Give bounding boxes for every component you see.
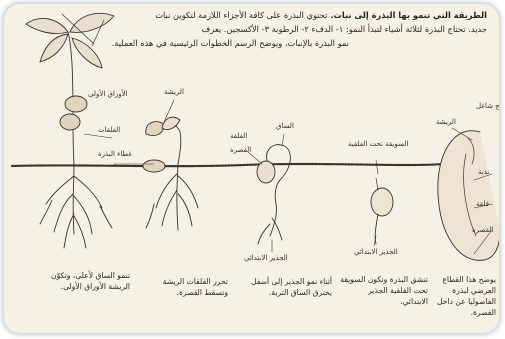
label-cotyledons: الفلقات [98,126,120,134]
caption-stage-5: يوضح هذا القطاع العرضي لبذرة الفاصوليا ع… [430,274,496,318]
label-seed-coat-seed: القصرة [472,226,493,234]
label-radicle-stage3: الجذير الابتدائي [244,254,288,262]
stage4-seed-drawing [371,178,393,244]
caption-stage-3: أثناء نمو الجذير إلى أسفل يخترق الساق ال… [236,276,332,298]
bean-cross-section-drawing [438,128,499,260]
image-frame: الطريقة التي تنمو بها البذرة إلى نبات. ت… [4,4,499,333]
header-line-2: جديد. تحتاج البذرة لثلاثة أشياء لتبدأ ال… [202,24,487,34]
label-seed-top: نسيج شاغل [476,102,499,110]
stage2-seedling-drawing [143,117,198,230]
label-seed-scar: ندبة [478,168,489,176]
caption-stage-2: تحرر الفلقات الريشة وتسقط القصرة. [144,276,228,298]
header-title: الطريقة التي تنمو بها البذرة إلى نبات. [330,10,487,20]
stage3-seedling-drawing [257,145,290,244]
header-line-3: نمو البذرة بالإنبات، ويوضح الرسم الخطوات… [112,38,349,48]
label-plumule-seed: الريشة [436,118,456,126]
label-plumule-stage2: الريشة [164,88,184,96]
label-cotyledon: الفلقة [230,132,247,140]
label-first-leaves: الأوراق الأولى [88,90,128,98]
label-stem: الساق [276,122,294,130]
header-line-1-rest: تحتوي البذرة على كافة الأجزاء اللازمة لت… [155,10,327,20]
label-seed-coat-short: القصرة [230,146,251,154]
soil-line [12,164,444,166]
caption-stage-1: تنمو الساق لأعلى، وتكوّن الريشة الأوراق … [34,270,130,292]
label-radicle-stage4: الجذير الابتدائي [354,248,398,256]
label-seed-mid: فلقة [476,200,489,208]
label-hypocotyl: السويقة تحت الفلقية [348,140,408,148]
header-line-1: الطريقة التي تنمو بها البذرة إلى نبات. ت… [155,10,487,20]
caption-stage-4: تنشق البذرة وتكون السويقة تحت الفلقية ال… [338,274,428,307]
label-seed-coat: غطاء البذرة [98,150,132,158]
